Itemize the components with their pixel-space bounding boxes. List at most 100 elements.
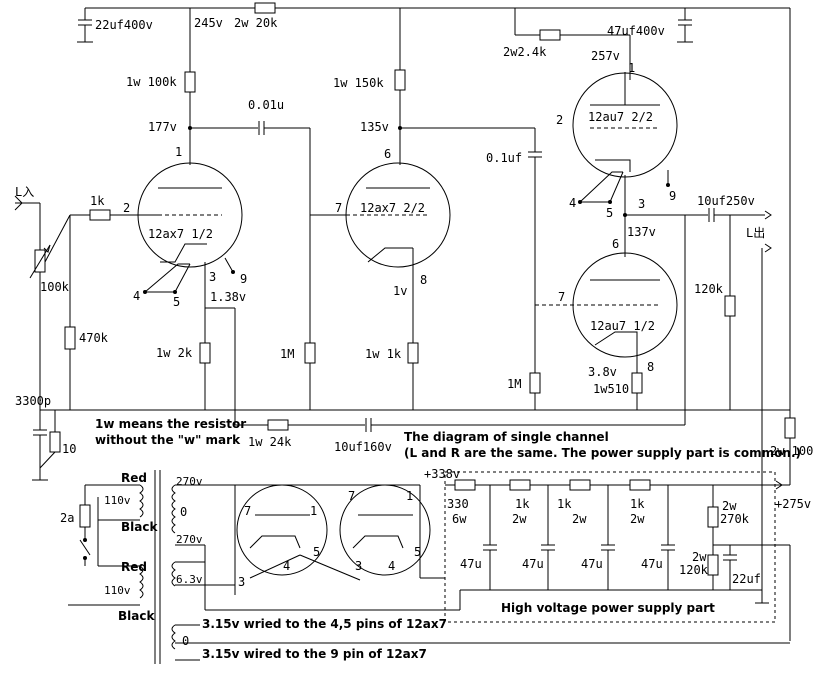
label-2w-a: 2w (512, 512, 527, 526)
label-2w-270k-a: 2w (722, 499, 737, 513)
label-47u-a: 47u (460, 557, 482, 571)
label-257v: 257v (591, 49, 620, 63)
pin-5c: 5 (606, 206, 613, 220)
label-110v-b: 110v (104, 584, 131, 597)
pin-8b: 8 (420, 273, 427, 287)
resistor-1M-a (304, 342, 316, 364)
pin-9a: 9 (240, 272, 247, 286)
label-1k: 1k (90, 194, 105, 208)
heater-note-b: 3.15v wired to the 9 pin of 12ax7 (202, 647, 427, 661)
pin-h1a: 1 (310, 504, 317, 518)
label-red-a: Red (121, 471, 147, 485)
label-1k-c: 1k (630, 497, 645, 511)
label-47u-d: 47u (641, 557, 663, 571)
label-110v-a: 110v (104, 494, 131, 507)
label-22uf: 22uf (732, 572, 761, 586)
label-2a: 2a (60, 511, 74, 525)
label-338v: +338v (424, 467, 460, 481)
tube-label-12au7-1-2: 12au7 1/2 (590, 319, 655, 333)
label-0.1uf: 0.1uf (486, 151, 522, 165)
label-0.01u: 0.01u (248, 98, 284, 112)
note-1w-line1: 1w means the resistor (95, 417, 246, 431)
pin-5a: 5 (173, 295, 180, 309)
pin-h4a: 4 (283, 559, 290, 573)
label-177v: 177v (148, 120, 177, 134)
resistor-2w100 (784, 417, 796, 439)
hv-supply-label: High voltage power supply part (501, 601, 715, 615)
resistor-1M-b (529, 372, 541, 394)
label-2w100: 2w 100 (770, 444, 813, 458)
label-6w: 6w (452, 512, 467, 526)
pin-h1b: 1 (406, 489, 413, 503)
label-270v-a: 270v (176, 475, 203, 488)
pin-7b: 7 (335, 201, 342, 215)
label-47u-b: 47u (522, 557, 544, 571)
label-22uf400v: 22uf400v (95, 18, 153, 32)
label-10uf250v: 10uf250v (697, 194, 755, 208)
label-1w1k: 1w 1k (365, 347, 402, 361)
pin-3c: 3 (638, 197, 645, 211)
label-1M-b: 1M (507, 377, 521, 391)
label-270v-b: 270v (176, 533, 203, 546)
note-1w-line2: without the "w" mark (95, 433, 241, 447)
label-black-b: Black (118, 609, 155, 623)
heater-note-a: 3.15v wried to the 4,5 pins of 12ax7 (202, 617, 447, 631)
rectifier-tube-a (236, 484, 328, 576)
resistor-1w1k (407, 342, 419, 364)
resistor-120k (724, 295, 736, 317)
label-2w20k: 2w 20k (234, 16, 278, 30)
label-47uf400v: 47uf400v (607, 24, 665, 38)
pin-h5a: 5 (313, 545, 320, 559)
description-line2: (L and R are the same. The power supply … (404, 446, 801, 460)
resistor-1w24k (267, 419, 289, 431)
resistor-1k2w-a (509, 479, 531, 491)
pin-h7b: 7 (348, 489, 355, 503)
label-100k: 100k (40, 280, 70, 294)
pin-h5b: 5 (414, 545, 421, 559)
pin-h7a: 7 (244, 504, 251, 518)
tube-label-12au7-2-2: 12au7 2/2 (588, 110, 653, 124)
pin-h3b: 3 (355, 559, 362, 573)
label-2w2.4k: 2w2.4k (503, 45, 547, 59)
hv-supply-box (444, 471, 776, 623)
label-1k-a: 1k (515, 497, 530, 511)
label-3300p: 3300p (15, 394, 51, 408)
label-2w-270k-b: 270k (720, 512, 750, 526)
label-3.8v: 3.8v (588, 365, 617, 379)
label-1w100k: 1w 100k (126, 75, 177, 89)
pin-3a: 3 (209, 270, 216, 284)
resistor-330 (454, 479, 476, 491)
label-470k: 470k (79, 331, 109, 345)
label-120k: 120k (694, 282, 724, 296)
label-0-heater: 0 (182, 634, 189, 648)
label-1w510: 1w510 (593, 382, 629, 396)
pin-h3a: 3 (238, 575, 245, 589)
label-1w2k: 1w 2k (156, 346, 193, 360)
pin-6b: 6 (384, 147, 391, 161)
resistor-1w100k (184, 71, 196, 93)
pin-8d: 8 (647, 360, 654, 374)
pin-7d: 7 (558, 290, 565, 304)
pin-1c: 1 (628, 61, 635, 75)
label-1w150k: 1w 150k (333, 76, 384, 90)
resistor-10 (49, 431, 61, 453)
top-rail (77, 2, 791, 418)
label-red-b: Red (121, 560, 147, 574)
pin-h4b: 4 (388, 559, 395, 573)
tube-label-12ax7-2-2: 12ax7 2/2 (360, 201, 425, 215)
tube-12ax7-b (345, 162, 451, 268)
resistor-470k (64, 326, 76, 350)
label-1M-a: 1M (280, 347, 294, 361)
label-330: 330 (447, 497, 469, 511)
pin-4c: 4 (569, 196, 576, 210)
fuse-2a (79, 504, 91, 528)
label-1k-b: 1k (557, 497, 572, 511)
pin-1a: 1 (175, 145, 182, 159)
pin-2a: 2 (123, 201, 130, 215)
label-black-a: Black (121, 520, 158, 534)
resistor-1k2w-b (569, 479, 591, 491)
resistor-2w270k (707, 506, 719, 528)
label-6.3v: 6.3v (176, 573, 203, 586)
